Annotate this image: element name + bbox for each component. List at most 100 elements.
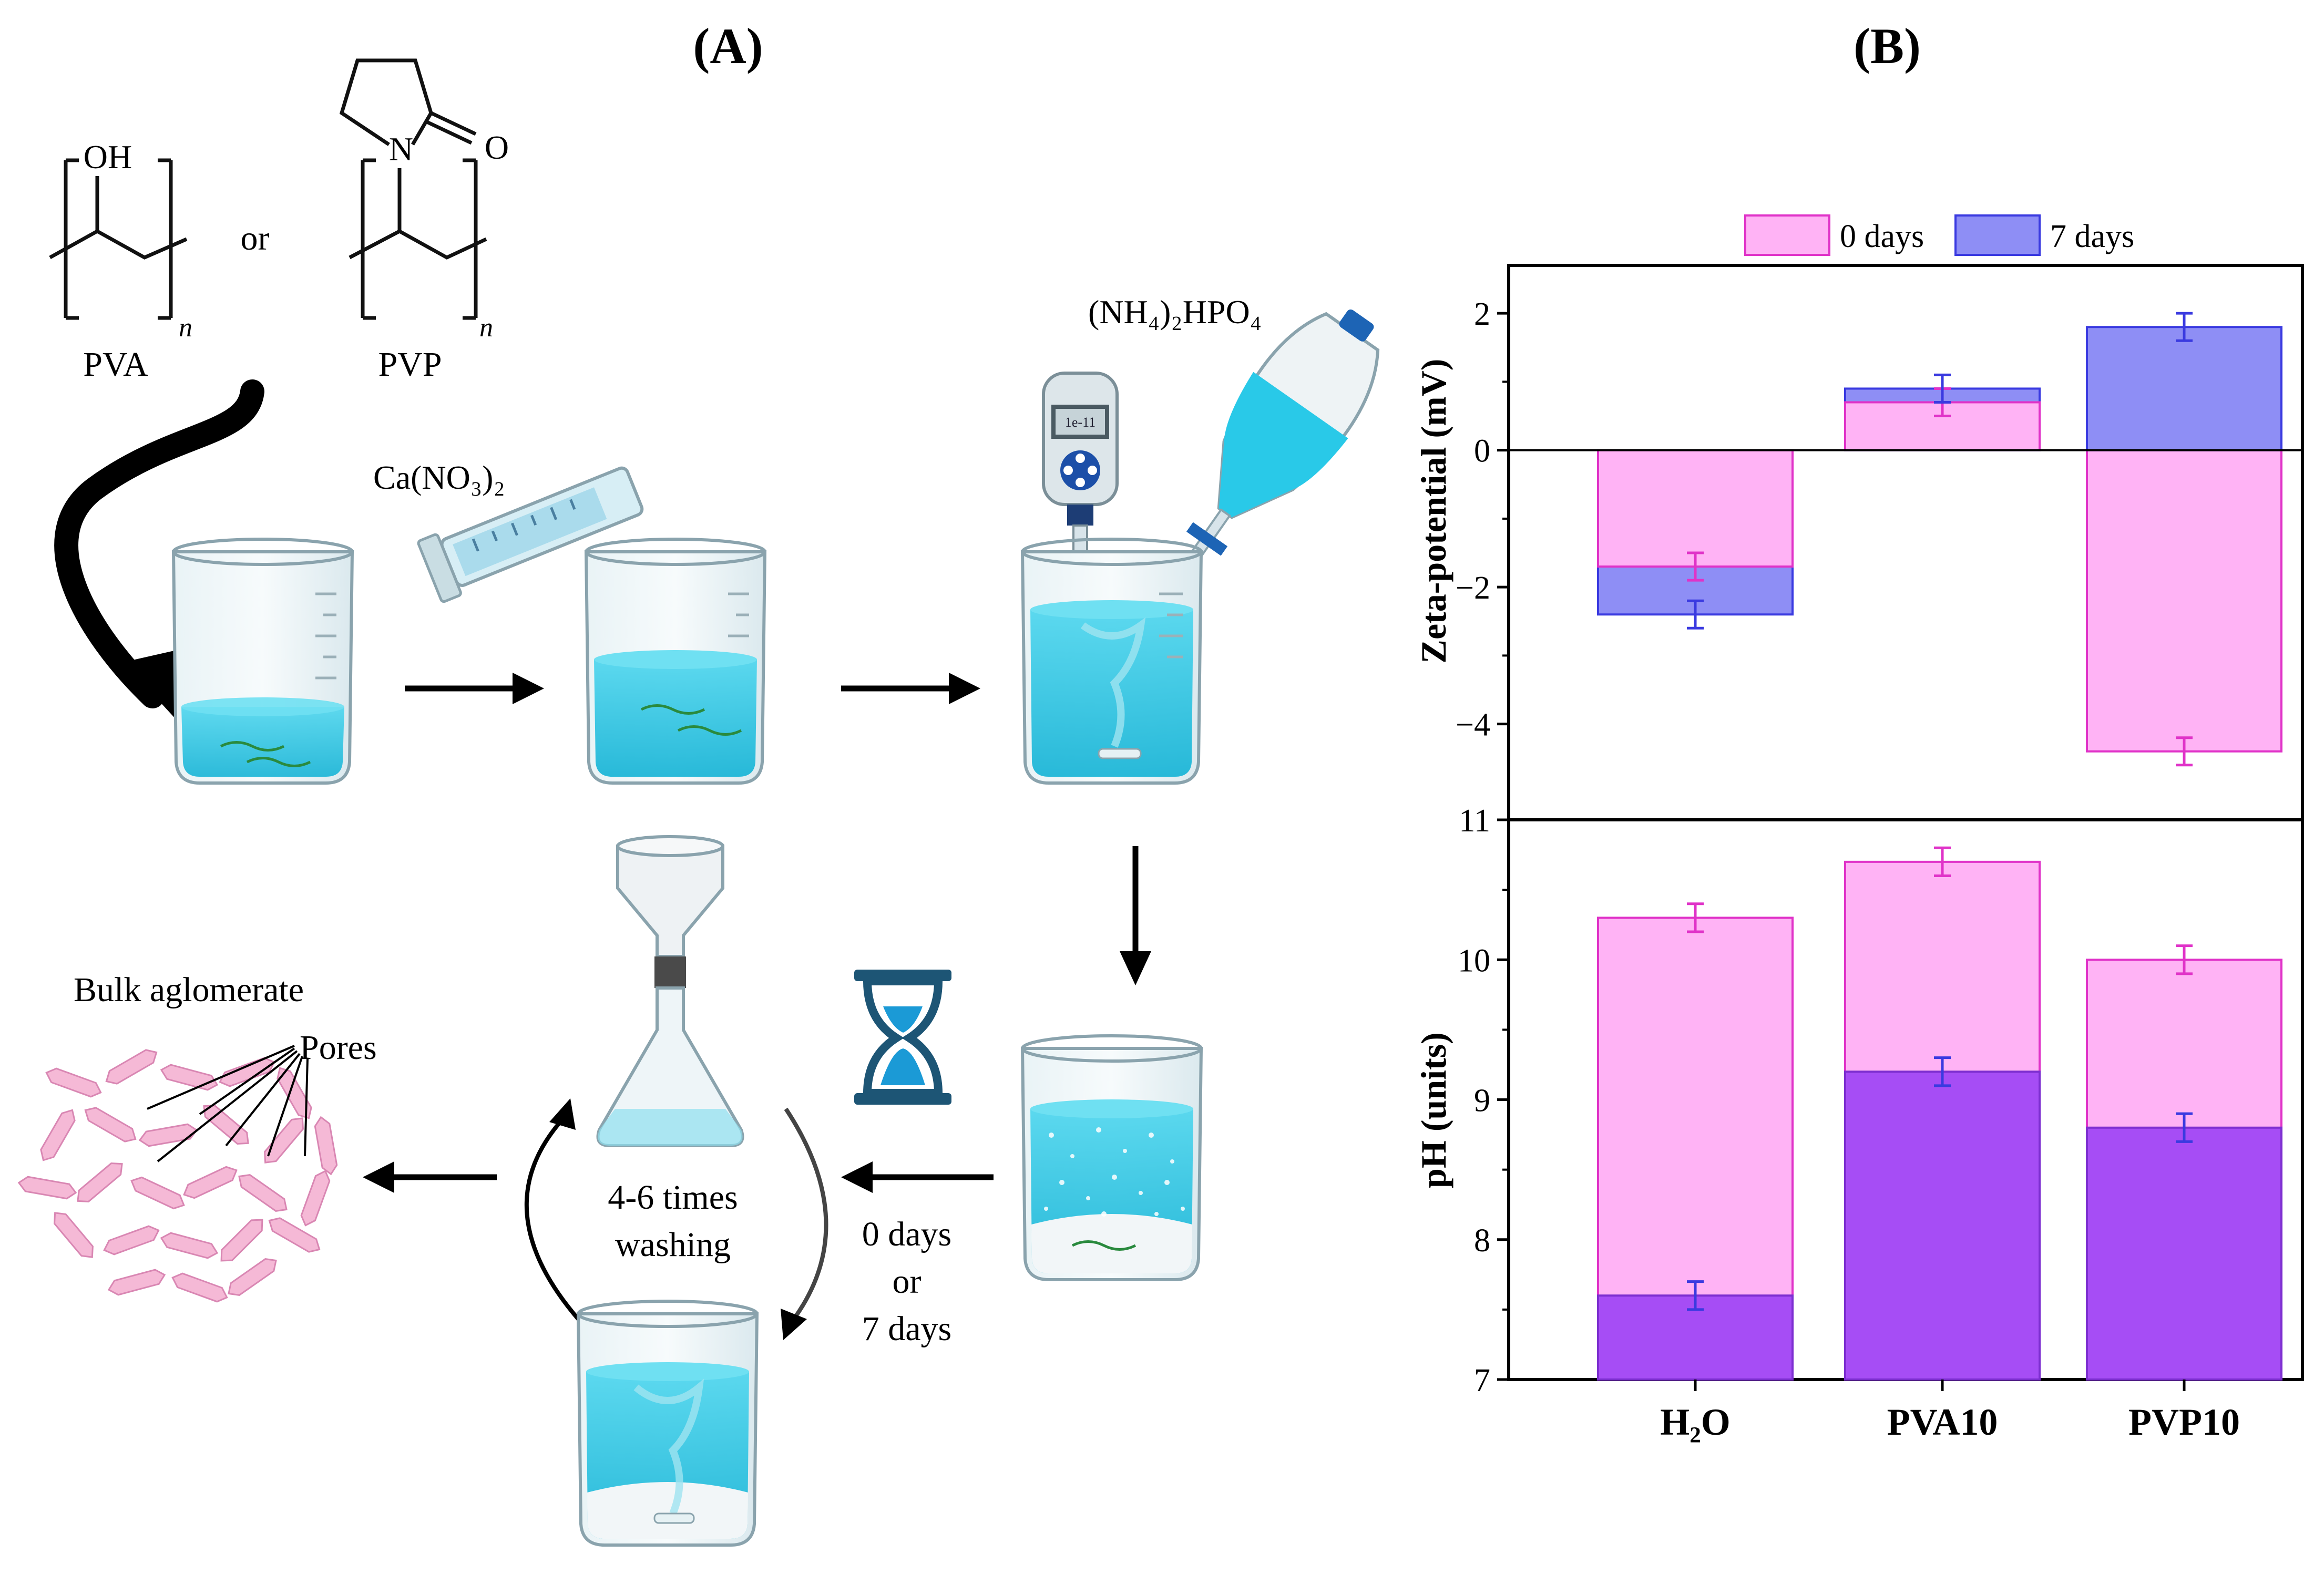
zeta-errorbar-7days xyxy=(2176,312,2193,342)
pvp-label: PVP xyxy=(378,345,442,384)
washing-cycle-arc-right-head xyxy=(781,1309,807,1340)
buchner-funnel-flask xyxy=(596,835,744,1147)
crystal-rod xyxy=(107,1269,166,1296)
ph-tick-label: 7 xyxy=(1474,1363,1490,1398)
crystal-rod xyxy=(160,1064,219,1091)
pva-n-subscript: n xyxy=(179,313,192,343)
crystal-rod xyxy=(183,1166,238,1199)
hourglass-icon xyxy=(854,970,951,1105)
crystal-rod xyxy=(264,1117,304,1164)
washing-cycle-arc-left xyxy=(524,1118,580,1321)
zeta-tick-label: −4 xyxy=(1456,707,1490,743)
crystal-rod xyxy=(220,1219,263,1262)
ph-errorbar-7days xyxy=(1934,1056,1951,1087)
crystal-rod xyxy=(228,1258,277,1296)
chart-legend: 0 days 7 days xyxy=(1744,214,2134,256)
zeta-axis-title: Zeta-potential (mV) xyxy=(1414,359,1453,664)
ph-bar-7days xyxy=(1844,1071,2041,1381)
ph-errorbar-7days xyxy=(1687,1280,1704,1311)
crystal-rod xyxy=(171,1272,228,1303)
ph-errorbar-0days xyxy=(2176,944,2193,975)
zeta-bar-0days xyxy=(1597,449,1794,568)
pvp-structure xyxy=(339,58,487,320)
pores-pointer-lines xyxy=(147,1045,309,1162)
category-label: H₂O xyxy=(1660,1401,1731,1443)
beaker-with-calcium xyxy=(584,538,767,785)
pores-label: Pores xyxy=(300,1028,377,1067)
graduated-cylinder xyxy=(417,466,644,603)
ph-errorbar-7days xyxy=(2176,1112,2193,1143)
crystal-rod xyxy=(77,1162,123,1202)
ammonium-phosphate-label: (NH₄)₂HPO₄ xyxy=(1088,293,1262,331)
zeta-errorbar-7days xyxy=(1687,599,1704,630)
legend-label-0days: 0 days xyxy=(1840,219,1924,254)
pvp-n-atom: N xyxy=(389,130,413,168)
polymer-addition-arrowhead xyxy=(124,649,181,725)
calcium-nitrate-label: Ca(NO₃)₂ xyxy=(373,459,505,496)
washing-cycle-arc-right xyxy=(784,1107,828,1321)
crystal-rod xyxy=(84,1107,137,1143)
crystal-rod xyxy=(300,1170,331,1227)
crystal-rod xyxy=(54,1212,94,1258)
aging-line-1: 0 days xyxy=(862,1215,951,1253)
arrow-step-3-head xyxy=(1120,951,1151,985)
crystal-rod xyxy=(45,1067,102,1098)
aging-line-2: or xyxy=(893,1262,922,1301)
polymer-addition-arrow xyxy=(54,379,264,708)
separatory-funnel xyxy=(1183,309,1380,569)
zeta-tick-label: −2 xyxy=(1456,570,1490,606)
beaker-stirring xyxy=(1020,538,1203,785)
crystal-rod xyxy=(130,1176,185,1210)
category-label: PVP10 xyxy=(2128,1401,2240,1443)
or-label: or xyxy=(241,219,270,258)
arrow-step-2-head xyxy=(949,673,980,704)
ph-errorbar-0days xyxy=(1687,902,1704,933)
zeta-bar-7days xyxy=(2086,326,2282,451)
ph-axis-title: pH (units) xyxy=(1414,1032,1453,1188)
crystal-rod xyxy=(105,1049,158,1085)
ph-tick-label: 11 xyxy=(1459,803,1490,839)
arrow-step-5-head xyxy=(363,1161,394,1193)
crystal-rod xyxy=(268,1217,321,1253)
beaker-washing xyxy=(576,1300,759,1547)
crystal-rod xyxy=(103,1225,160,1255)
ph-tick-label: 10 xyxy=(1458,943,1490,979)
zeta-errorbar-7days xyxy=(1934,373,1951,404)
crystal-rod xyxy=(160,1232,219,1259)
washing-cycle-arc-left-head xyxy=(549,1098,576,1130)
crystal-rod xyxy=(138,1123,198,1147)
ph-tick-label: 9 xyxy=(1474,1083,1490,1119)
panel-b-label: (B) xyxy=(1854,18,1921,74)
legend-swatch-7days xyxy=(1954,214,2041,256)
zeta-bar-0days xyxy=(2086,449,2282,753)
washing-line-1: 4-6 times xyxy=(608,1178,738,1217)
ph-bar-7days xyxy=(2086,1126,2282,1381)
pvp-o-atom: O xyxy=(485,129,509,166)
legend-swatch-0days xyxy=(1744,214,1830,256)
crystal-rod xyxy=(314,1116,338,1176)
ph-errorbar-0days xyxy=(1934,846,1951,877)
zeta-errorbar-0days xyxy=(1687,551,1704,582)
beaker-aged-precipitate xyxy=(1020,1034,1203,1281)
panel-a-label: (A) xyxy=(693,18,763,74)
ph-tick-label: 8 xyxy=(1474,1223,1490,1259)
crystal-rod xyxy=(40,1109,76,1161)
crystal-rod xyxy=(238,1174,288,1212)
crystal-rod xyxy=(219,1057,275,1087)
crystal-rod xyxy=(277,1067,312,1119)
pva-label: PVA xyxy=(83,345,148,384)
zeta-tick-label: 2 xyxy=(1474,296,1490,332)
category-label: PVA10 xyxy=(1887,1401,1998,1443)
ph-display: 1e-11 xyxy=(1065,415,1096,430)
pvp-n-subscript: n xyxy=(479,313,493,343)
legend-label-7days: 7 days xyxy=(2050,219,2134,254)
washing-line-2: washing xyxy=(615,1226,731,1264)
crystal-rod xyxy=(17,1176,77,1200)
pva-structure xyxy=(49,158,188,320)
bulk-agglomerate-crystals xyxy=(17,1049,338,1303)
arrow-step-4-head xyxy=(841,1161,873,1193)
zeta-errorbar-0days xyxy=(2176,736,2193,767)
